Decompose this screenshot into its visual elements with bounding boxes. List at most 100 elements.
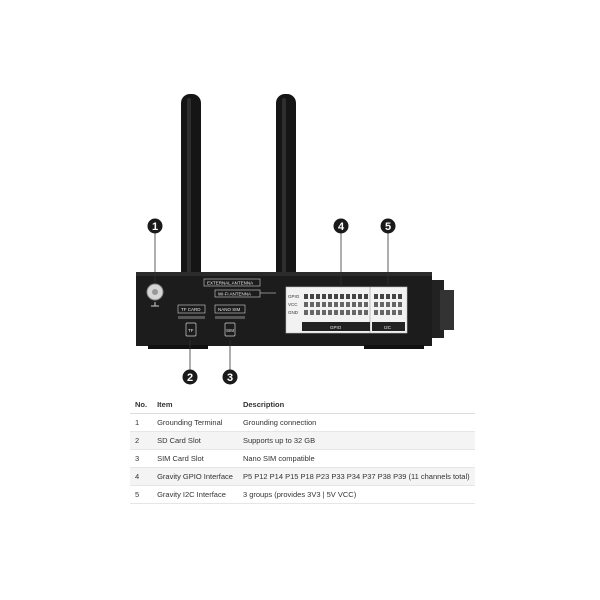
tf-card-icon [185, 322, 197, 337]
row-item: SD Card Slot [152, 431, 238, 450]
sim-card-icon [224, 322, 236, 337]
gpio-group-label: GPIO [330, 325, 342, 330]
row-description: Supports up to 32 GB [237, 431, 475, 450]
row-item: Gravity I2C Interface [152, 485, 238, 504]
gpio-header-pin [352, 302, 356, 307]
nano-sim-label: NANO SIM [218, 307, 241, 312]
callout-2-circle [182, 369, 198, 385]
grounding-terminal-screw [152, 289, 158, 295]
gpio-header-pin [364, 294, 368, 299]
callout-5-number: 5 [385, 221, 391, 233]
i2c-header-pin [374, 294, 378, 299]
gpio-header-pin [322, 294, 326, 299]
table-row: 4 Gravity GPIO Interface P5 P12 P14 P15 … [130, 467, 475, 486]
gpio-row-label: GPIO [288, 294, 300, 299]
i2c-header-pin [398, 294, 402, 299]
row-description: P5 P12 P14 P15 P18 P23 P33 P34 P37 P38 P… [237, 467, 475, 486]
callout-4-number: 4 [338, 221, 345, 233]
nano-sim-label-box [214, 304, 246, 314]
header-pin-grid [304, 294, 402, 315]
tf-card-slot [178, 316, 205, 319]
table-row: 3 SIM Card Slot Nano SIM compatible [130, 449, 475, 468]
callout-1-number: 1 [152, 221, 158, 233]
row-item: SIM Card Slot [152, 449, 238, 468]
gpio-header-pin [340, 310, 344, 315]
i2c-header-pin [386, 310, 390, 315]
gpio-header-pin [322, 302, 326, 307]
i2c-header-pin [398, 310, 402, 315]
callout-1-circle [147, 218, 163, 234]
gpio-header-pin [358, 294, 362, 299]
gpio-header-pin [352, 310, 356, 315]
callout-2-number: 2 [187, 372, 193, 384]
i2c-header-pin [374, 302, 378, 307]
row-description: 3 groups (provides 3V3 | 5V VCC) [237, 485, 475, 504]
i2c-header-pin [392, 310, 396, 315]
wifi-antenna-label-box [214, 289, 261, 298]
i2c-header-pin [380, 294, 384, 299]
row-no: 3 [130, 449, 153, 468]
i2c-header-pin [392, 294, 396, 299]
row-item: Gravity GPIO Interface [152, 467, 238, 486]
row-description: Grounding connection [237, 413, 475, 432]
gpio-header-pin [334, 294, 338, 299]
row-no: 4 [130, 467, 153, 486]
gpio-header-pin [364, 302, 368, 307]
table-row: 1 Grounding Terminal Grounding connectio… [130, 413, 475, 432]
row-no: 2 [130, 431, 153, 450]
gpio-header-pin [322, 310, 326, 315]
foot-right [364, 345, 424, 349]
side-connector [440, 290, 454, 330]
gpio-header-pin [316, 294, 320, 299]
table-row: 2 SD Card Slot Supports up to 32 GB [130, 431, 475, 450]
tf-icon-label: TF [188, 328, 194, 333]
external-antenna-label: EXTERNAL ANTENNA [207, 281, 253, 286]
spec-table: No. Item Description 1 Grounding Termina… [130, 396, 475, 504]
row-item: Grounding Terminal [152, 413, 238, 432]
wifi-antenna-label: Wi-Fi ANTENNA [218, 292, 251, 297]
gpio-header-pin [340, 302, 344, 307]
gpio-header-pin [316, 302, 320, 307]
gpio-header-pin [304, 302, 308, 307]
gpio-header-pin [310, 302, 314, 307]
i2c-header-pin [386, 302, 390, 307]
gpio-header-pin [364, 310, 368, 315]
external-antenna-label-box [203, 278, 261, 287]
gpio-header-pin [346, 294, 350, 299]
gpio-header-pin [328, 310, 332, 315]
foot-left [148, 345, 208, 349]
gpio-group-bar [302, 322, 370, 331]
antenna-left-highlight [187, 98, 191, 278]
i2c-header-pin [386, 294, 390, 299]
gpio-header-pin [340, 294, 344, 299]
header-item: Item [152, 396, 238, 414]
row-no: 1 [130, 413, 153, 432]
sim-card-slot [215, 316, 245, 319]
gpio-header-pin [334, 302, 338, 307]
gnd-row-label: GND [288, 310, 299, 315]
tf-card-label-box [177, 304, 206, 314]
gpio-header-pin [328, 302, 332, 307]
gpio-header-pin [346, 310, 350, 315]
gpio-header-pin [346, 302, 350, 307]
row-no: 5 [130, 485, 153, 504]
gpio-header-pin [310, 310, 314, 315]
i2c-header-pin [398, 302, 402, 307]
callout-4-circle [333, 218, 349, 234]
gpio-header-pin [328, 294, 332, 299]
header-no: No. [130, 396, 153, 414]
vcc-row-label: VCC [288, 302, 298, 307]
gpio-header-pin [358, 310, 362, 315]
callout-3-number: 3 [227, 372, 233, 384]
table-row: 5 Gravity I2C Interface 3 groups (provid… [130, 485, 475, 504]
gpio-header-pin [316, 310, 320, 315]
i2c-header-pin [392, 302, 396, 307]
antenna-right-highlight [282, 98, 286, 288]
gpio-header-pin [334, 310, 338, 315]
header-description: Description [237, 396, 475, 414]
gpio-header-pin [304, 294, 308, 299]
callout-5-circle [380, 218, 396, 234]
i2c-header-pin [380, 310, 384, 315]
